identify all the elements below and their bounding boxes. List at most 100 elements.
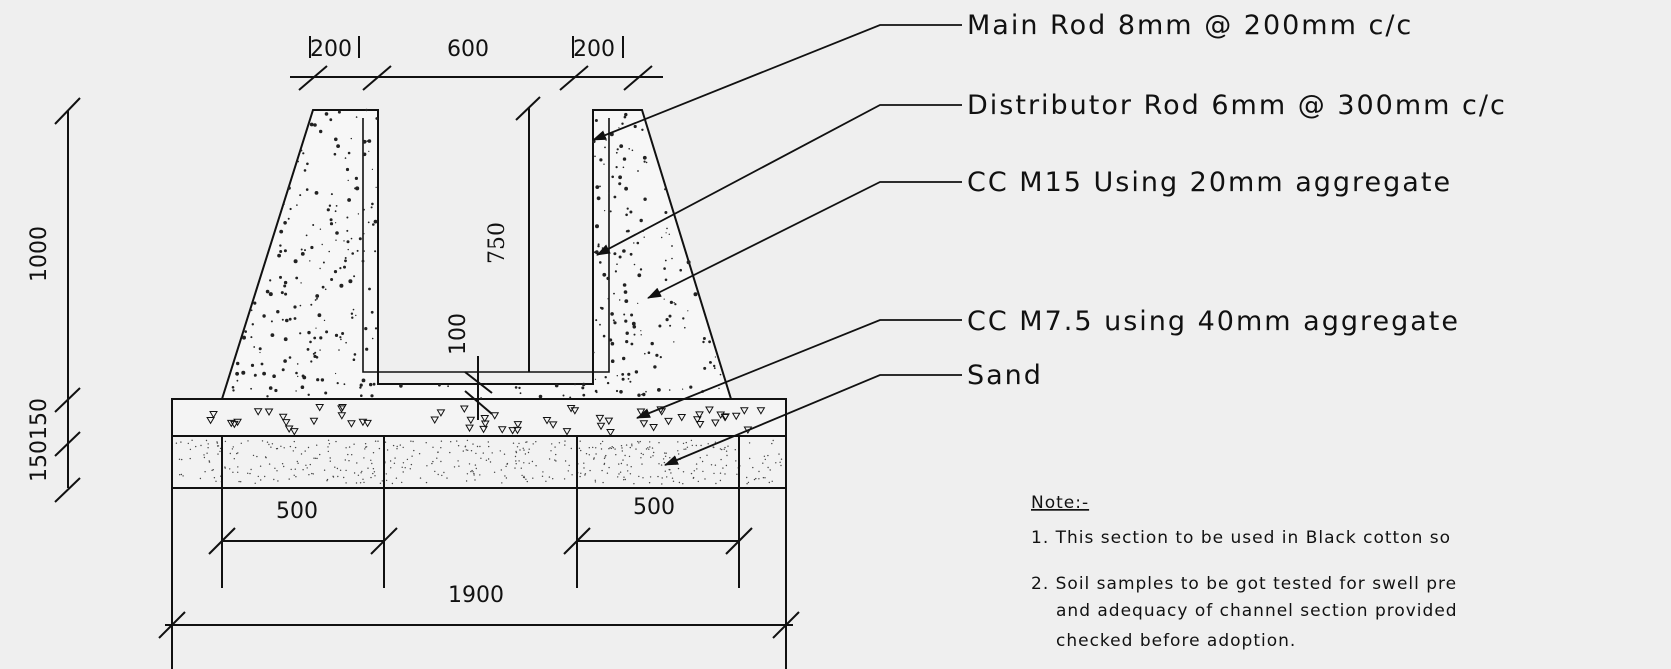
- concrete-speckle: [259, 351, 261, 354]
- sand-dot: [292, 450, 294, 452]
- left-dimension-line: [54, 97, 81, 503]
- sand-dot: [453, 466, 456, 468]
- sand-dot: [374, 475, 376, 477]
- sand-dot: [240, 481, 242, 483]
- concrete-speckle: [367, 221, 370, 224]
- sand-dot: [640, 457, 642, 459]
- sand-dot: [505, 465, 507, 468]
- sand-dot: [475, 467, 477, 470]
- concrete-speckle: [644, 352, 646, 355]
- concrete-speckle: [718, 387, 720, 390]
- sand-dot: [670, 472, 672, 474]
- concrete-speckle: [514, 386, 518, 389]
- sand-dot: [736, 473, 738, 475]
- sand-dot: [410, 463, 413, 466]
- concrete-speckle: [287, 186, 291, 190]
- sand-dot: [233, 458, 235, 460]
- sand-dot: [653, 451, 655, 454]
- sand-dot: [418, 453, 421, 455]
- concrete-speckle: [622, 249, 626, 253]
- sand-dot: [645, 448, 648, 450]
- concrete-speckle: [305, 234, 308, 237]
- aggregate-triangle: [465, 424, 474, 433]
- sand-dot: [589, 469, 591, 472]
- sand-dot: [778, 453, 780, 455]
- sand-dot: [515, 460, 517, 462]
- sand-dot: [618, 473, 620, 475]
- sand-dot: [595, 453, 597, 455]
- sand-dot: [339, 469, 342, 471]
- sand-dot: [525, 478, 527, 480]
- concrete-speckle: [302, 375, 307, 380]
- concrete-speckle: [582, 382, 586, 387]
- concrete-speckle: [339, 336, 342, 339]
- sand-dot: [583, 467, 585, 469]
- sand-dot: [627, 470, 629, 472]
- sand-dot: [370, 459, 372, 461]
- sand-dot: [771, 442, 773, 445]
- sand-dot: [237, 466, 239, 468]
- sand-dot: [327, 446, 329, 448]
- sand-dot: [649, 441, 651, 443]
- sand-dot: [564, 444, 566, 446]
- sand-dot: [727, 445, 729, 447]
- sand-dot: [541, 475, 544, 477]
- sand-dot: [515, 451, 518, 454]
- concrete-speckle: [319, 129, 323, 134]
- concrete-speckle: [347, 248, 349, 251]
- sand-dot: [501, 482, 503, 484]
- concrete-speckle: [295, 276, 299, 280]
- concrete-speckle: [324, 391, 328, 395]
- concrete-speckle: [679, 268, 682, 272]
- sand-dot: [259, 465, 262, 467]
- sand-dot: [345, 469, 347, 472]
- sand-dot: [700, 444, 702, 447]
- sand-dot: [630, 466, 632, 468]
- sand-dot: [525, 441, 527, 443]
- sand-dot: [669, 469, 671, 471]
- sand-dot: [758, 478, 760, 480]
- sand-dot: [203, 456, 206, 459]
- sand-dot: [216, 442, 219, 444]
- concrete-speckle: [637, 302, 639, 304]
- sand-dot: [768, 481, 770, 484]
- sand-dot: [762, 462, 764, 464]
- sand-dot: [203, 454, 205, 456]
- sand-dot: [690, 439, 693, 442]
- sand-dot: [211, 469, 213, 472]
- concrete-speckle: [319, 228, 322, 230]
- sand-dot: [722, 467, 724, 469]
- concrete-speckle: [438, 383, 441, 387]
- sand-dot: [300, 453, 303, 455]
- sand-dot: [402, 471, 404, 473]
- concrete-speckle: [569, 396, 572, 399]
- sand-dot: [767, 454, 769, 457]
- sand-dot: [664, 452, 666, 454]
- sand-dot: [735, 460, 737, 462]
- concrete-speckle: [355, 116, 358, 118]
- concrete-speckle: [645, 390, 647, 393]
- aggregate-triangle: [309, 417, 319, 426]
- sand-dot: [217, 453, 219, 455]
- concrete-speckle: [265, 289, 270, 294]
- sand-dot: [518, 460, 520, 462]
- concrete-speckle: [719, 373, 722, 376]
- concrete-speckle: [338, 349, 340, 351]
- concrete-speckle: [288, 317, 292, 321]
- sand-dot: [470, 450, 473, 452]
- sand-dot: [175, 442, 178, 444]
- sand-dot: [238, 480, 240, 483]
- concrete-speckle: [663, 267, 666, 270]
- sand-dot: [440, 440, 443, 442]
- concrete-speckle: [622, 283, 627, 287]
- concrete-speckle: [625, 230, 629, 233]
- sand-dot: [487, 458, 490, 460]
- concrete-speckle: [231, 386, 235, 389]
- sand-dot: [631, 443, 633, 445]
- concrete-speckle: [658, 324, 662, 328]
- sand-dot: [293, 440, 295, 443]
- sand-dot: [404, 467, 406, 469]
- concrete-speckle: [346, 229, 349, 232]
- concrete-speckle: [323, 319, 326, 322]
- concrete-speckle: [353, 275, 356, 278]
